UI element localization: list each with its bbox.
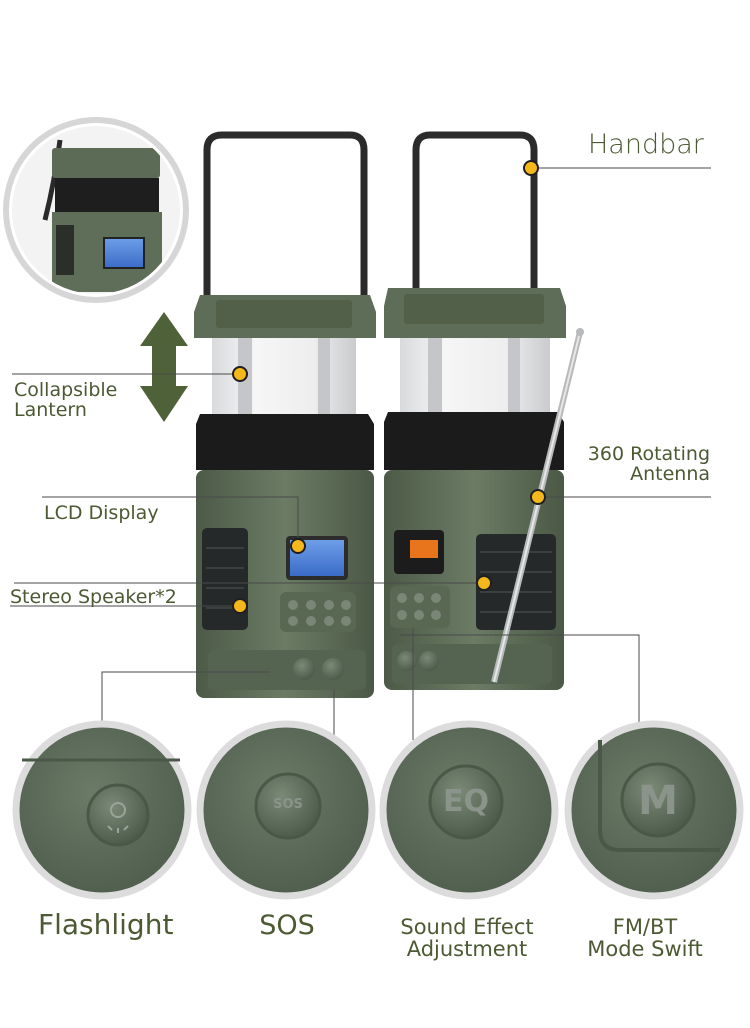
collapsible-lantern-label: Collapsible Lantern	[14, 379, 118, 421]
flashlight-detail	[12, 720, 192, 900]
rotating-antenna-label: 360 Rotating Antenna	[587, 443, 710, 485]
mode-label-line1: FM/BT	[612, 915, 678, 939]
lantern-rear-view	[384, 131, 584, 690]
marker-dots	[232, 160, 546, 614]
eq-button-text: EQ	[443, 784, 489, 819]
antenna-label-line1: 360 Rotating	[587, 443, 710, 465]
collapsible-label-line1: Collapsible	[14, 379, 118, 401]
mode-switch-label: FM/BT Mode Swift	[580, 916, 710, 960]
mode-label-line2: Mode Swift	[587, 937, 703, 962]
handbar-label: Handbar	[588, 129, 704, 160]
collapse-arrow-icon	[140, 312, 188, 422]
sos-detail	[196, 720, 376, 900]
sos-button-text: SOS	[273, 797, 303, 812]
eq-detail	[379, 720, 559, 900]
stereo-speaker-label: Stereo Speaker*2	[10, 586, 177, 608]
antenna-label-line2: Antenna	[630, 462, 710, 485]
lantern-front-view	[194, 131, 376, 698]
top-view-detail	[3, 117, 189, 303]
sound-effect-label-line1: Sound Effect	[400, 915, 534, 939]
lcd-display-label: LCD Display	[44, 502, 159, 524]
mode-detail	[564, 720, 744, 900]
sos-label: SOS	[259, 910, 315, 941]
sound-effect-label: Sound Effect Adjustment	[392, 916, 542, 960]
flashlight-label: Flashlight	[38, 908, 174, 941]
collapsible-label-line2: Lantern	[14, 398, 87, 421]
sound-effect-label-line2: Adjustment	[406, 937, 528, 962]
mode-button-text: M	[638, 778, 678, 824]
